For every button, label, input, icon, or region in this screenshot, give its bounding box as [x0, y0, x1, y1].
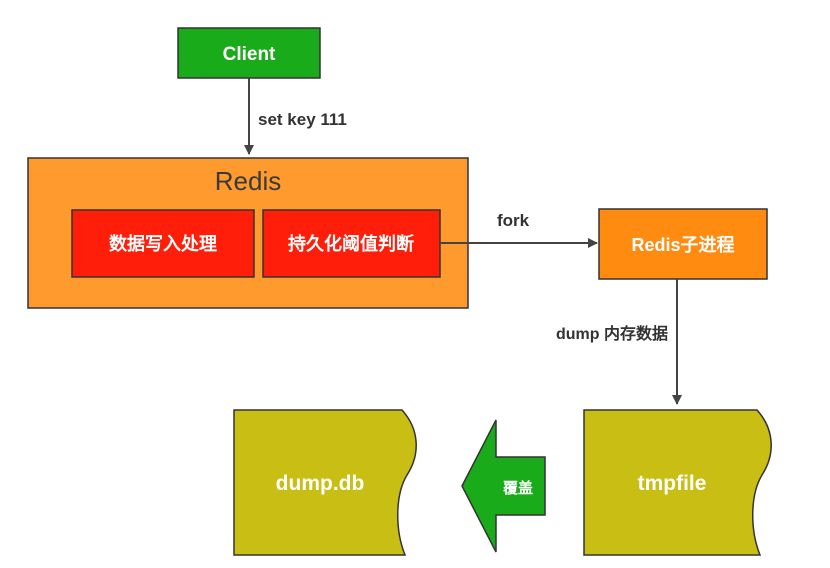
edge-set-label: set key 111	[258, 110, 347, 129]
overwrite-label: 覆盖	[503, 479, 533, 497]
data-write-box	[71, 209, 255, 278]
data-write-label: 数据写入处理	[109, 233, 217, 254]
redis-child-label: Redis子进程	[631, 235, 734, 255]
client-label: Client	[223, 44, 276, 65]
redis-title: Redis	[215, 166, 281, 196]
redis-child-node	[598, 208, 768, 280]
tmpfile-label: tmpfile	[638, 472, 707, 495]
tmpfile-node	[583, 409, 772, 556]
dumpdb-label: dump.db	[276, 472, 365, 495]
dumpdb-node	[233, 409, 417, 556]
persist-threshold-label: 持久化阈值判断	[288, 233, 414, 254]
overwrite-arrow	[461, 419, 546, 553]
edge-dump-label: dump 内存数据	[556, 324, 668, 343]
client-node	[177, 27, 321, 79]
edge-fork-label: fork	[497, 211, 530, 230]
